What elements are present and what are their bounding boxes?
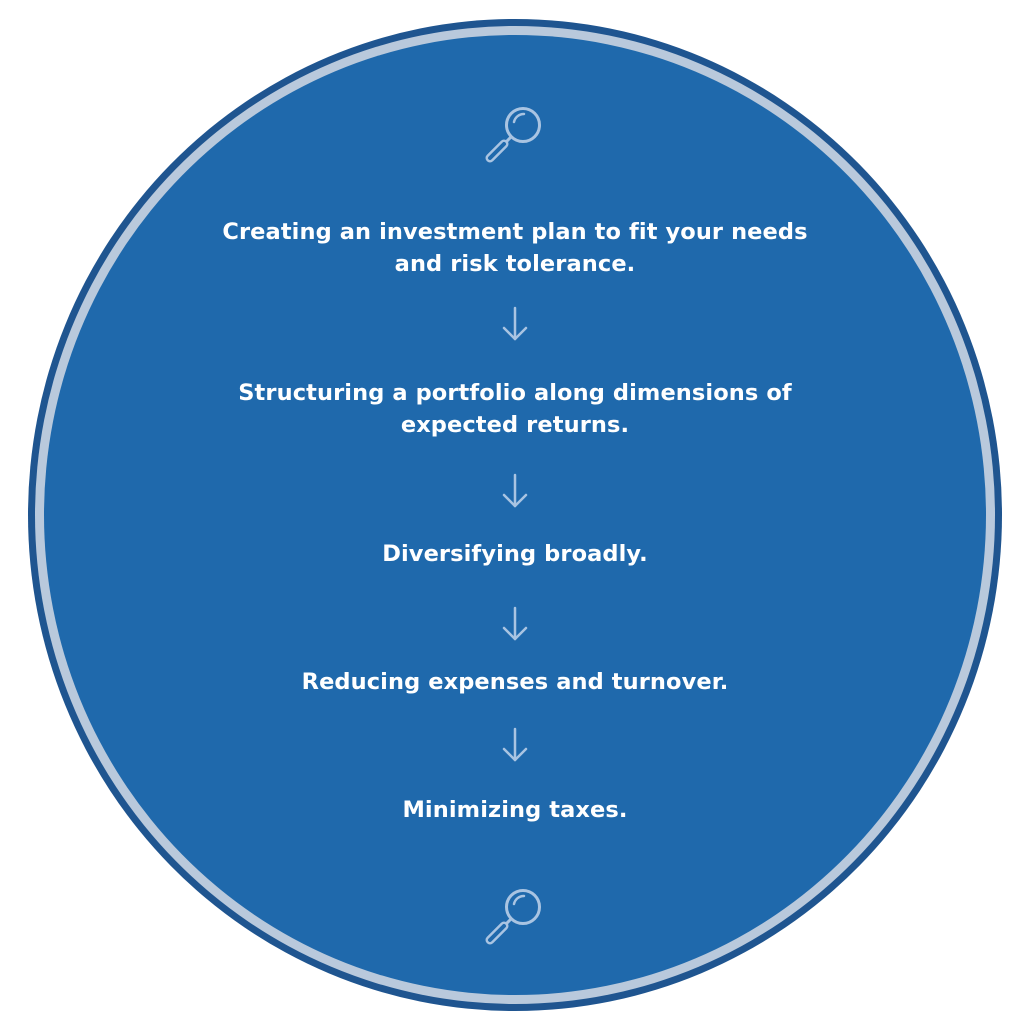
step-minimize-taxes: Minimizing taxes. [402,797,628,823]
step-reduce-expenses: Reducing expenses and turnover. [301,669,729,695]
circle-background [44,35,986,995]
step-create-plan: Creating an investment plan to fit your … [222,219,808,277]
magnifying-glass-icon [480,98,550,168]
step-diversify: Diversifying broadly. [382,541,648,567]
magnifying-glass-icon [480,880,550,950]
arrow-down-icon [500,473,530,511]
arrow-down-icon [500,606,530,644]
arrow-down-icon [500,306,530,344]
step-structure-portfolio: Structuring a portfolio along dimensions… [238,380,792,438]
arrow-down-icon [500,727,530,765]
